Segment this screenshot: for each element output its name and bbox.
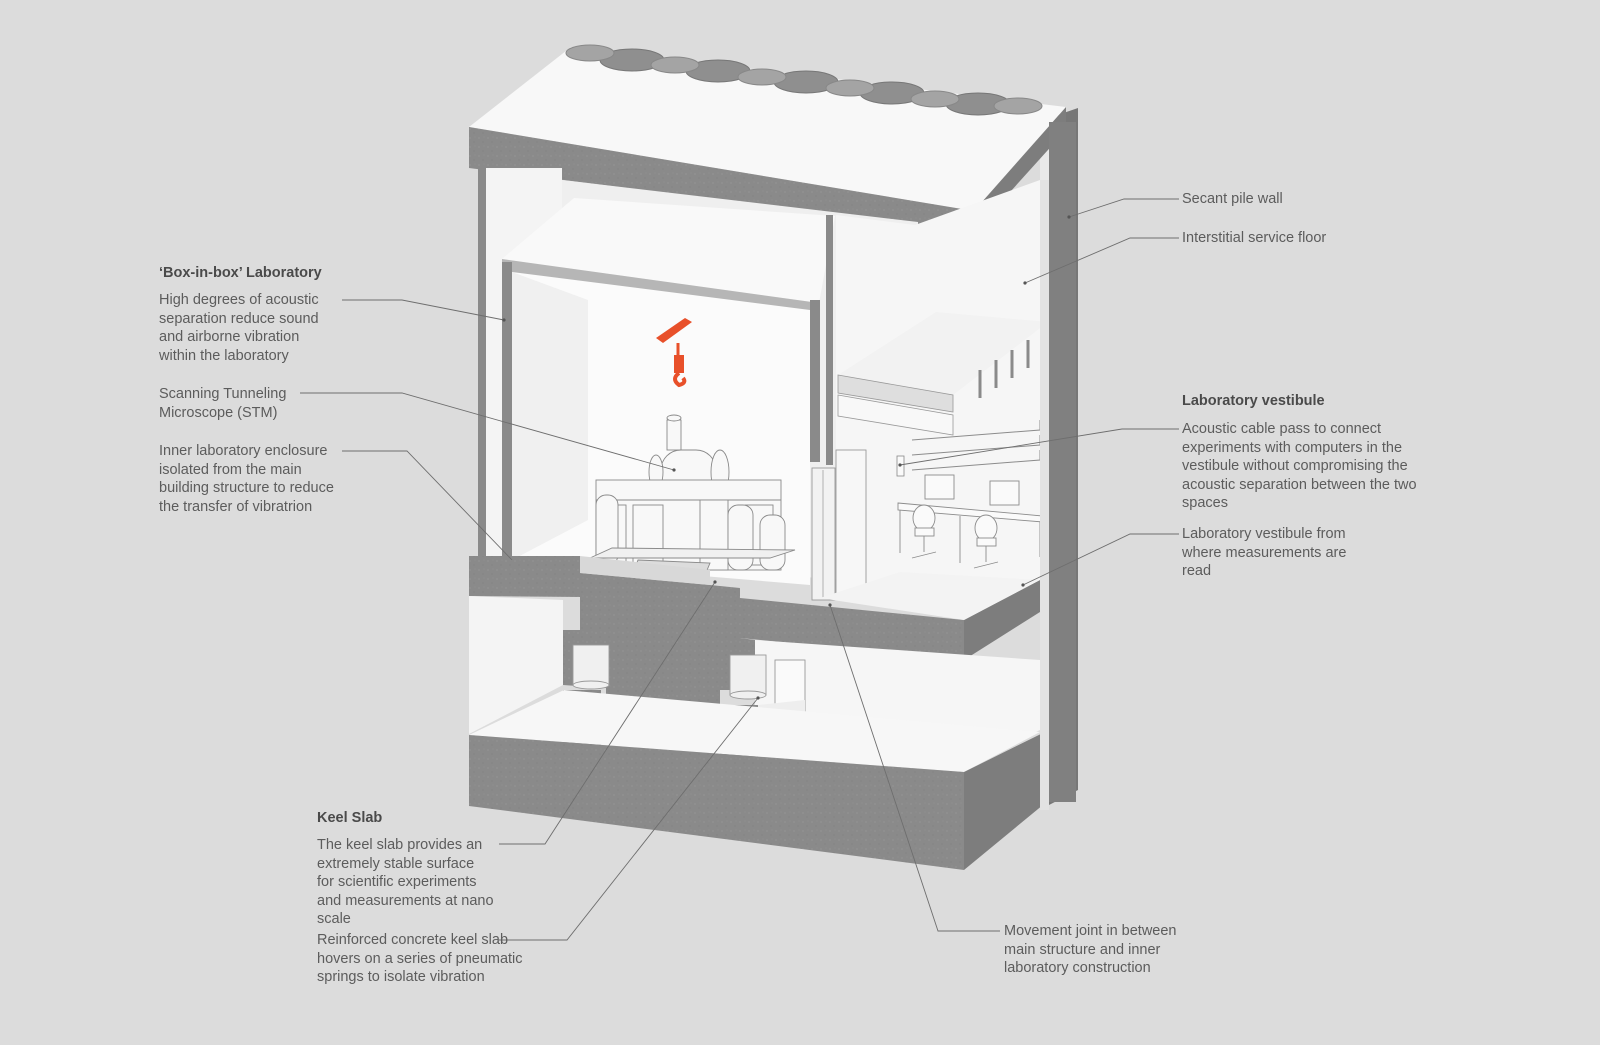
base-slab [469, 690, 1049, 870]
label-inner-enclosure: Inner laboratory enclosure isolated from… [159, 443, 334, 515]
leader-dots [502, 215, 1071, 700]
label-vestibule-read: Laboratory vestibule from where measurem… [1182, 526, 1347, 579]
label-secant-pile-wall: Secant pile wall [1182, 191, 1283, 207]
label-movement-joint: Movement joint in between main structure… [1004, 923, 1177, 976]
label-keel-desc: The keel slab provides an extremely stab… [317, 837, 494, 927]
title-keel-slab: Keel Slab [317, 810, 383, 826]
label-interstitial-floor: Interstitial service floor [1182, 230, 1327, 246]
leader-lines [300, 198, 1179, 941]
left-outer-wall [478, 168, 486, 563]
label-cable-pass: Acoustic cable pass to connect experimen… [1182, 421, 1417, 511]
label-box-lab-desc: High degrees of acoustic separation redu… [159, 292, 319, 364]
title-lab-vestibule: Laboratory vestibule [1182, 393, 1325, 409]
stm-equipment [589, 414, 796, 576]
label-keel-springs: Reinforced concrete keel slab hovers on … [317, 932, 523, 985]
roof-slab [469, 44, 1066, 232]
label-stm: Scanning Tunneling Microscope (STM) [159, 386, 287, 421]
title-box-in-box-lab: ‘Box-in-box’ Laboratory [159, 265, 322, 281]
wall-liner [1040, 180, 1049, 810]
vestibule-volume [836, 180, 1048, 600]
secant-pile-face [1049, 122, 1076, 802]
